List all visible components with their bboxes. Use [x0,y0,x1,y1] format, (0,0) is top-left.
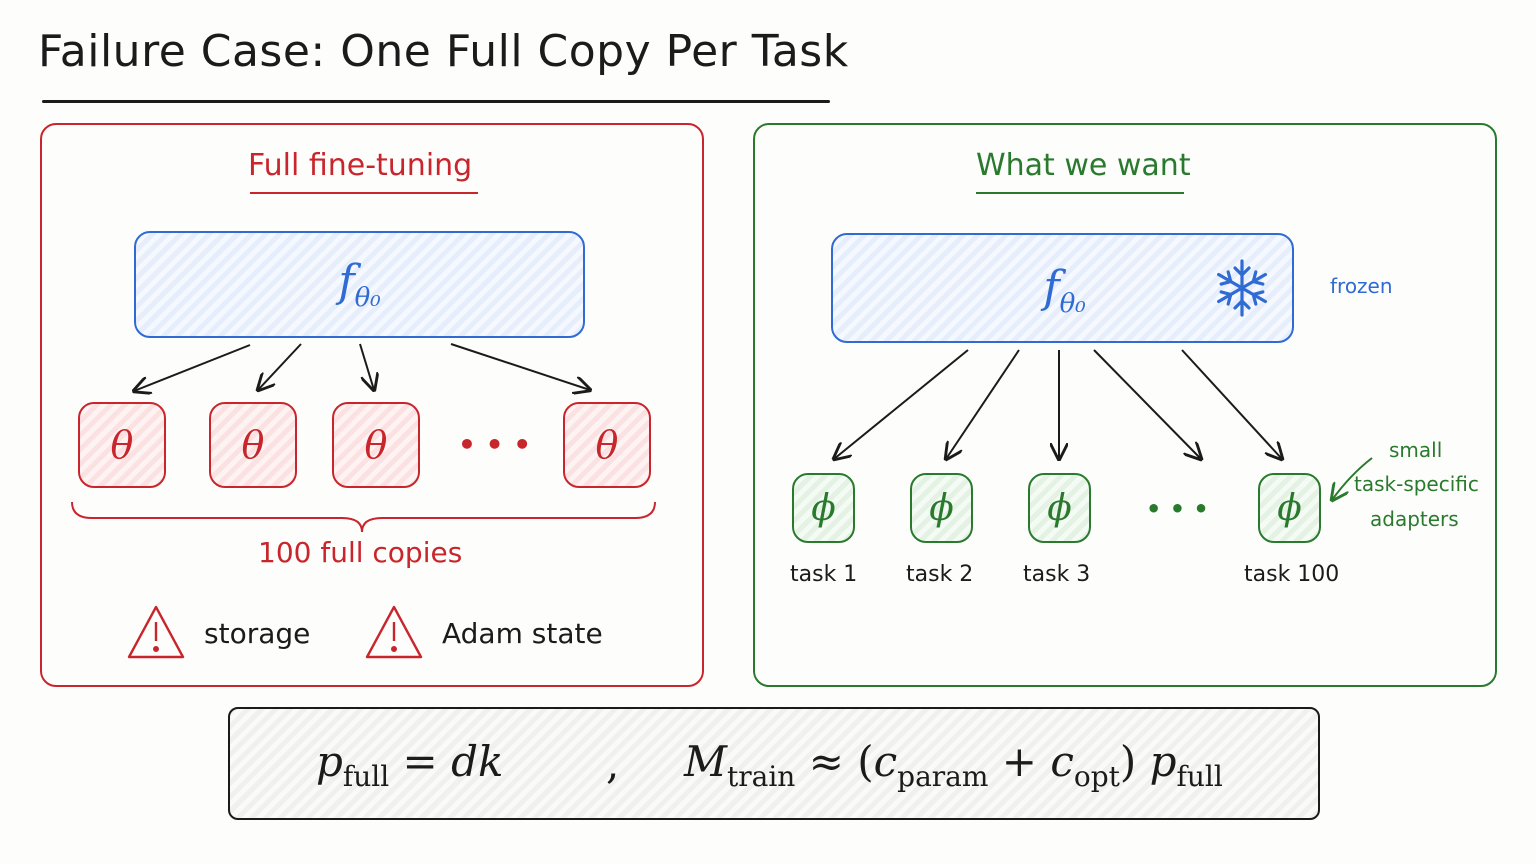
right-heading-underline [976,192,1184,194]
adapter-note-line-1: small [1389,438,1443,462]
left-panel-heading: Full fine-tuning [248,148,473,183]
task-label-2: task 2 [906,562,974,587]
adapter-task-100: ϕ [1258,473,1321,543]
adapter-note-line-2: task-specific [1354,472,1479,496]
what-we-want-panel [753,123,1497,687]
theta-symbol: θ [241,423,265,467]
frozen-label: frozen [1330,274,1393,298]
brace-label: 100 full copies [258,536,463,569]
adam-state-label: Adam state [442,617,603,650]
right-panel-heading: What we want [976,148,1191,183]
storage-label: storage [204,617,311,650]
phi-symbol: ϕ [811,487,836,529]
theta-symbol: θ [110,423,134,467]
adapter-task-2: ϕ [910,473,973,543]
adapter-task-3: ϕ [1028,473,1091,543]
task-label-1: task 1 [790,562,858,587]
theta-symbol: θ [364,423,388,467]
adapters-ellipsis: • • • [1146,495,1209,523]
warning-storage: storage [128,603,328,663]
base-model-label-left: fθ₀ [338,256,381,313]
left-heading-underline [250,192,478,194]
warning-adam: Adam state [366,603,626,663]
base-model-block-left: fθ₀ [134,231,585,338]
formula-separator: , [606,739,620,788]
model-copy-100: θ [563,402,651,488]
title-underline [42,100,830,103]
phi-symbol: ϕ [1047,487,1072,529]
task-label-3: task 3 [1023,562,1091,587]
adapter-task-1: ϕ [792,473,855,543]
model-copy-2: θ [209,402,297,488]
formula-pfull: pfull = dk [316,737,504,793]
base-model-label-right: fθ₀ [1043,261,1086,319]
formula-mtrain: Mtrain ≈ (cparam + copt) pfull [684,737,1223,793]
base-model-block-right: fθ₀ [831,233,1294,343]
theta-symbol: θ [595,423,619,467]
full-finetuning-panel [40,123,704,687]
adapter-note-line-3: adapters [1370,507,1459,531]
formula-box: pfull = dk , Mtrain ≈ (cparam + copt) pf… [228,707,1320,820]
phi-symbol: ϕ [929,487,954,529]
page-title: Failure Case: One Full Copy Per Task [38,26,849,77]
phi-symbol: ϕ [1277,487,1302,529]
task-label-100: task 100 [1244,562,1340,587]
copies-ellipsis: • • • [458,428,532,461]
model-copy-3: θ [332,402,420,488]
model-copy-1: θ [78,402,166,488]
